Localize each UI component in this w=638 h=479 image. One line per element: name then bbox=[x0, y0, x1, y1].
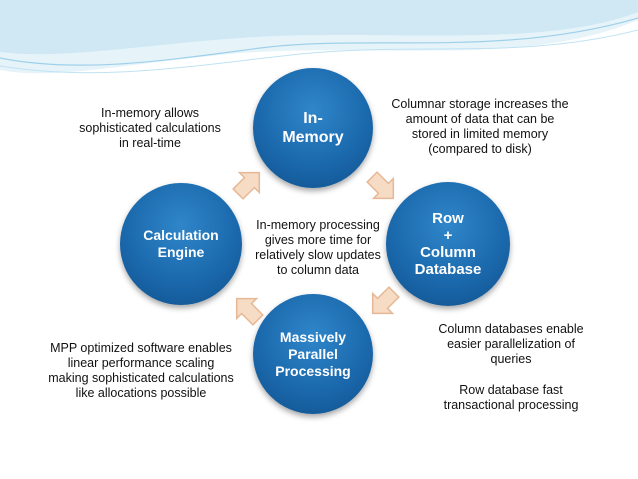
node-mpp-label: Massively Parallel Processing bbox=[275, 328, 351, 379]
note-column-databases: Column databases enable easier paralleli… bbox=[438, 322, 584, 366]
arrow-mpp-to-calc-icon bbox=[235, 297, 264, 326]
arrow-calc-to-memory-icon bbox=[232, 171, 261, 200]
node-row-column-database: Row + Column Database bbox=[386, 182, 510, 306]
note-in-memory: In-memory allows sophisticated calculati… bbox=[79, 106, 221, 150]
header-wave-decoration bbox=[0, 0, 638, 74]
note-columnar-storage: Columnar storage increases the amount of… bbox=[391, 97, 569, 156]
arrow-database-to-mpp-icon bbox=[371, 286, 400, 315]
node-in-memory-label: In- Memory bbox=[282, 110, 344, 146]
node-calculation-engine: Calculation Engine bbox=[120, 183, 242, 305]
note-center: In-memory processing gives more time for… bbox=[255, 218, 381, 277]
node-massively-parallel-processing: Massively Parallel Processing bbox=[253, 294, 373, 414]
node-calc-engine-label: Calculation Engine bbox=[143, 227, 219, 260]
note-row-database: Row database fast transactional processi… bbox=[443, 383, 579, 412]
note-mpp: MPP optimized software enables linear pe… bbox=[48, 341, 234, 400]
arrow-memory-to-database-icon bbox=[366, 171, 395, 200]
node-in-memory: In- Memory bbox=[253, 68, 373, 188]
node-row-column-label: Row + Column Database bbox=[414, 210, 482, 278]
